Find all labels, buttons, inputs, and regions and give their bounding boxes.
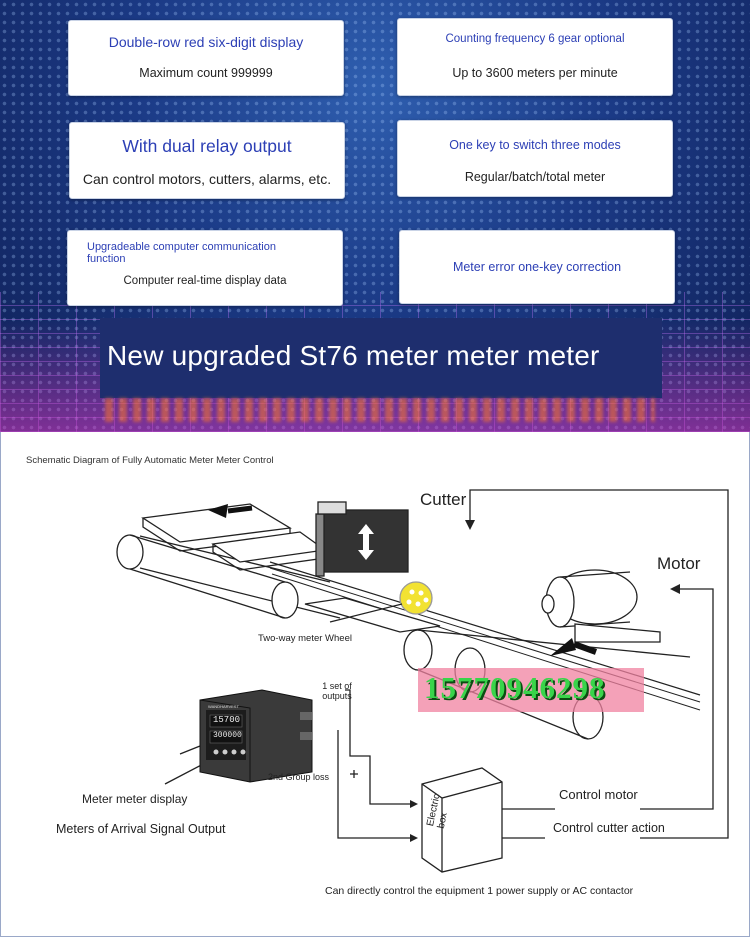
schematic-drawing [116,489,729,873]
feature-card-frequency: Counting frequency 6 gear optional Up to… [397,18,673,96]
feature-headline: Double-row red six-digit display [108,34,304,50]
feature-card-relay: With dual relay output Can control motor… [69,122,345,199]
wire-motor [640,588,714,810]
banner-reflection [105,398,655,422]
meter-wheel [399,581,433,615]
feature-headline: Counting frequency 6 gear optional [445,33,625,45]
arrival-signal-label: Meters of Arrival Signal Output [56,822,226,836]
meter-top-readout: 15700 [213,715,241,725]
feature-detail: Up to 3600 meters per minute [452,66,618,80]
feature-headline: Upgradeable computer communication funct… [87,241,276,265]
meter-brand: WANDHARVEST [208,704,239,709]
meter-display-label: Meter meter display [82,792,188,806]
cutter-block [321,509,409,573]
arrow-stack [208,504,228,518]
feature-detail: Maximum count 999999 [139,66,273,80]
wire-cutter [469,489,729,839]
roller-front-1 [403,629,433,671]
motor-label: Motor [657,554,701,573]
feature-detail: Regular/batch/total meter [464,170,606,184]
diagram-title: Schematic Diagram of Fully Automatic Met… [26,455,274,466]
cutter-arrow-up [358,524,374,534]
wire-outputs [345,689,410,805]
outputs-label: 1 set of outputs [322,681,352,701]
feature-card-communication: Upgradeable computer communication funct… [67,230,343,306]
phone-watermark: 15770946298 [418,668,644,712]
feature-detail: Can control motors, cutters, alarms, etc… [82,171,332,187]
wheel-label: Two-way meter Wheel [258,633,352,644]
feature-section: Double-row red six-digit display Maximum… [0,0,750,432]
cutter-arrow-down [358,550,374,560]
footer-note: Can directly control the equipment 1 pow… [325,885,634,897]
wire-group-loss [337,730,410,839]
banner-title: New upgraded St76 meter meter meter [107,340,600,371]
control-cutter-label: Control cutter action [553,821,665,835]
phone-number: 15770946298 [424,670,606,705]
meter-bottom-readout: 300000 [213,731,242,740]
title-banner: New upgraded St76 meter meter meter [100,318,662,398]
feature-detail: Computer real-time display data [123,275,287,287]
roller-right [271,581,299,619]
control-motor-label: Control motor [559,787,638,802]
feature-card-display: Double-row red six-digit display Maximum… [68,20,344,96]
cutter-wire-arrow [465,520,475,530]
group-loss-label: 2nd Group loss [268,772,330,782]
feature-headline: Meter error one-key correction [452,260,622,274]
motor-arrow [670,584,680,594]
cutter-label: Cutter [420,490,467,509]
meter-device-drawing [199,689,313,783]
arrow-belt [550,638,576,656]
feature-headline: With dual relay output [122,136,292,156]
feature-card-correction: Meter error one-key correction [399,230,675,304]
feature-headline: One key to switch three modes [449,138,621,152]
feature-card-modes: One key to switch three modes Regular/ba… [397,120,673,197]
roller-left [116,534,144,570]
